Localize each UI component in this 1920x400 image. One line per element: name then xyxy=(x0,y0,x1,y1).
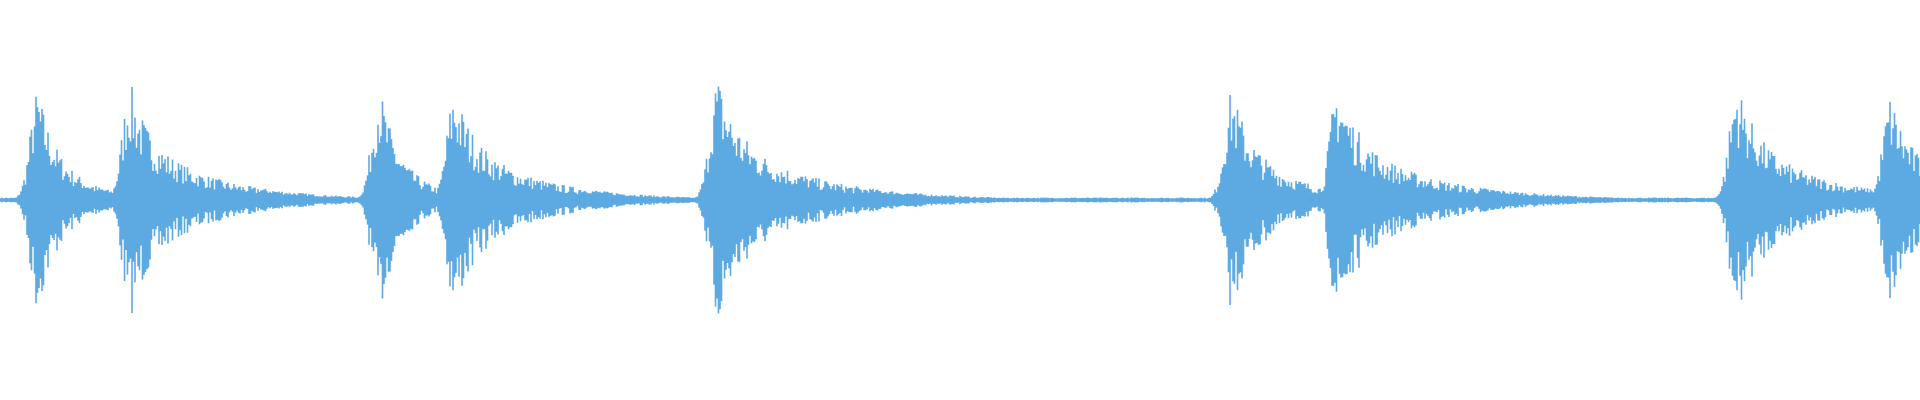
waveform-graph xyxy=(0,86,1920,314)
